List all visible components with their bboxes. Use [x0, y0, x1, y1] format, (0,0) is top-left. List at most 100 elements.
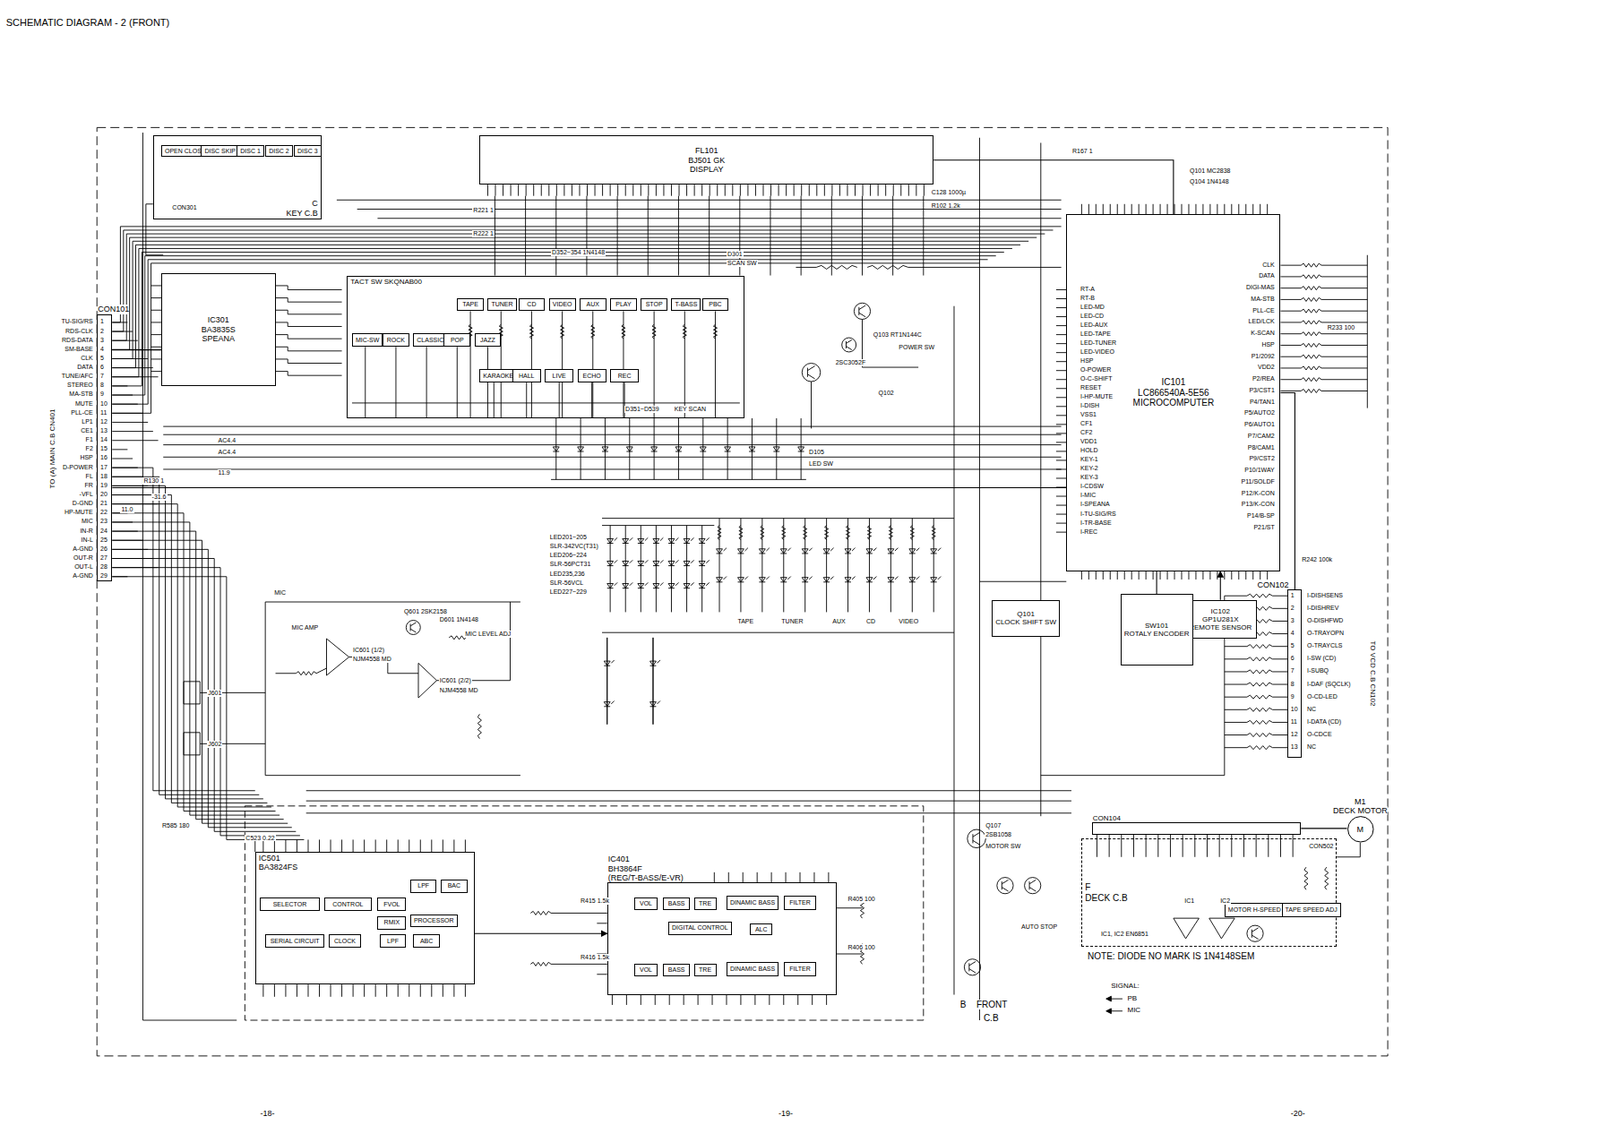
schematic-label: 7	[1290, 667, 1296, 675]
wire	[163, 434, 1061, 436]
schematic-label: 24	[99, 527, 109, 535]
wire	[1056, 441, 1067, 443]
node-text: DECK C.B	[1084, 893, 1127, 904]
led-symbol	[705, 559, 709, 563]
led-symbol	[705, 537, 709, 541]
wire	[1224, 670, 1248, 672]
wire	[163, 444, 1061, 446]
display-tube: FL101BJ501 GKDISPLAY	[479, 135, 934, 185]
wire	[770, 184, 772, 197]
ic-box: IC301BA3835SSPEANA	[161, 273, 276, 386]
wire	[923, 184, 925, 197]
schematic-label: TUNER	[780, 618, 804, 626]
wire	[739, 518, 741, 613]
wire	[275, 309, 343, 315]
led-symbol	[698, 542, 706, 544]
diode-symbol	[675, 447, 682, 452]
schematic-label: OUT-R	[72, 554, 95, 562]
led-symbol	[780, 549, 787, 554]
led-symbol	[866, 549, 873, 554]
tact-switch: JAZZ	[474, 333, 502, 347]
wire	[151, 321, 162, 323]
wire	[640, 184, 642, 197]
led-symbol	[690, 559, 694, 563]
schematic-label: MIC LEVEL ADJ	[464, 630, 512, 638]
wire	[363, 839, 365, 852]
wire	[1321, 275, 1368, 277]
tact-switch: CLASSIC	[412, 333, 448, 347]
node-text: SPEANA	[201, 334, 235, 344]
wire	[1280, 265, 1301, 267]
wire	[908, 266, 1062, 268]
wire	[1040, 142, 1041, 817]
led-symbol	[629, 582, 633, 585]
schematic-label: 16	[99, 454, 109, 462]
led-symbol	[844, 577, 852, 583]
transistor-symbol	[845, 346, 852, 351]
resistor-symbol	[910, 525, 914, 541]
wire	[1272, 722, 1288, 723]
schematic-label: Q107	[984, 822, 1002, 830]
schematic-label: CON502	[1307, 843, 1334, 851]
schematic-label: R405 100	[846, 895, 876, 904]
led-symbol	[698, 538, 706, 543]
wire-connector	[1156, 571, 1158, 594]
wire	[395, 346, 396, 419]
led-symbol	[823, 549, 830, 554]
wire-connector	[1220, 571, 1222, 601]
schematic-label: O-CD-LED	[1306, 693, 1339, 701]
schematic-label: I-HP-MUTE	[1079, 393, 1114, 401]
led-symbol	[787, 576, 791, 580]
wire	[653, 418, 655, 480]
schematic-label: R130 1	[142, 477, 165, 485]
schematic-label: P7/CAM2	[1247, 432, 1276, 440]
wire	[596, 922, 607, 924]
transistor-symbol	[963, 959, 981, 976]
schematic-label: R242 100k	[1300, 556, 1334, 564]
transistor-symbol	[1024, 877, 1041, 895]
wire	[1272, 696, 1288, 698]
resistor-symbol	[1247, 657, 1273, 662]
led-symbol	[866, 581, 873, 583]
schematic-label: CON301	[171, 204, 198, 212]
led-symbol	[844, 552, 852, 554]
led-symbol	[758, 581, 766, 583]
wire	[800, 184, 802, 197]
wire	[1102, 571, 1104, 580]
node-text: PROCESSOR	[413, 917, 455, 925]
resistor-symbol	[1247, 707, 1273, 712]
wire	[420, 839, 422, 852]
schematic-label: VDD1	[1079, 438, 1099, 446]
schematic-label: STEREO	[66, 381, 95, 389]
transistor-symbol	[859, 312, 866, 318]
wire	[624, 382, 626, 419]
wire	[111, 263, 980, 413]
transistor-symbol	[968, 963, 970, 972]
comparator-symbol	[1173, 918, 1199, 939]
led-symbol	[657, 660, 661, 663]
schematic-label: P14/B-SP	[1246, 512, 1276, 520]
wire	[1056, 450, 1067, 452]
wire	[847, 518, 849, 613]
wire	[1272, 734, 1288, 736]
schematic-label: LED-TAPE	[1079, 330, 1112, 338]
wire	[596, 973, 607, 975]
wire	[1280, 356, 1301, 358]
schematic-label: LED-TUNER	[1079, 339, 1118, 347]
wire	[1174, 571, 1176, 580]
diode-symbol	[626, 447, 633, 452]
node-text: DISC 3	[297, 147, 319, 155]
wire	[825, 518, 827, 613]
wire	[1321, 356, 1368, 358]
wire	[862, 184, 864, 197]
wire	[1056, 468, 1067, 470]
schematic-label: 14	[99, 436, 109, 444]
schematic-label: D105	[808, 448, 826, 456]
wire	[654, 995, 656, 1006]
resistor-symbol	[591, 324, 595, 339]
wire	[617, 184, 619, 197]
schematic-label: 27	[99, 554, 109, 562]
schematic-label: IC601 (1/2)	[352, 646, 386, 654]
wire	[604, 418, 606, 480]
schematic-label: DATA	[1257, 272, 1276, 280]
